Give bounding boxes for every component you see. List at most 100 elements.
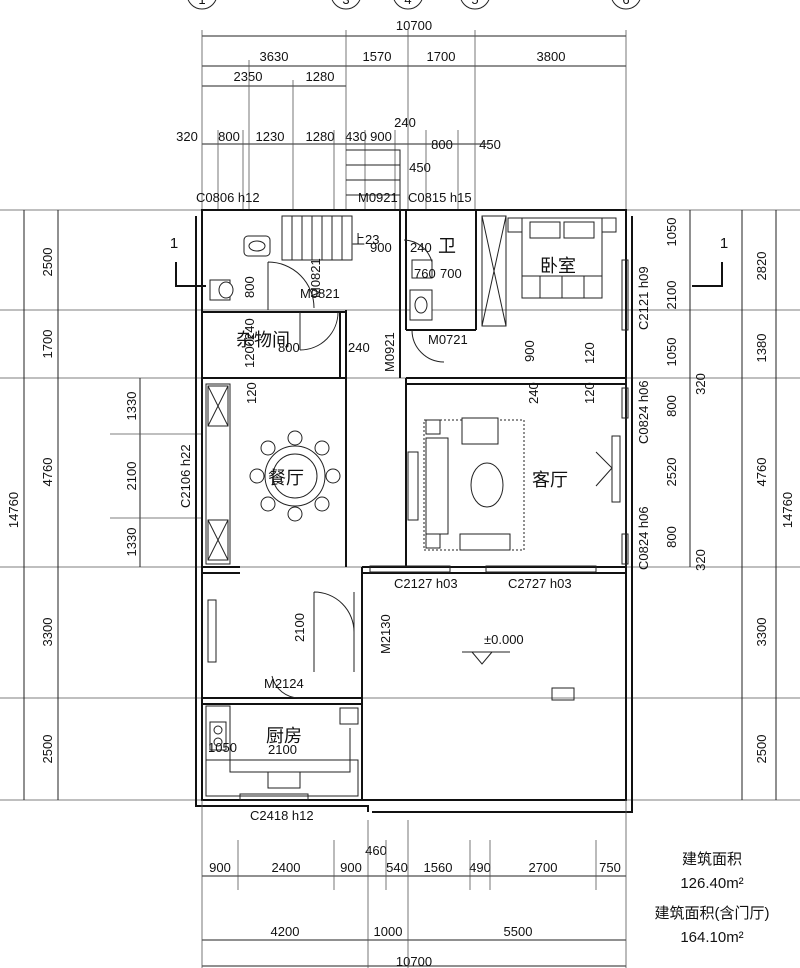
right-outer-dim-2820: 2820 [754, 252, 769, 281]
code-m0721: M0721 [428, 332, 468, 347]
bottom-dim-900b: 900 [340, 860, 362, 875]
axis-bubble-1-label: 1 [198, 0, 205, 7]
code-c2418: C2418 h12 [250, 808, 314, 823]
axis-bubble-6 [611, 0, 641, 10]
opening-codes: C0806 h12 M0921 C0815 h15 M0821 M0821 M0… [178, 190, 651, 823]
kitchen-fixtures [205, 705, 359, 797]
bottom-dim-5500: 5500 [504, 924, 533, 939]
inner-dim-1050: 1050 [208, 740, 237, 755]
code-c0806: C0806 h12 [196, 190, 260, 205]
left-dim-3300: 3300 [40, 618, 55, 647]
inner-dim-2100b: 2100 [268, 742, 297, 757]
top-dim-320: 320 [176, 129, 198, 144]
inner-dim-900b: 900 [522, 340, 537, 362]
left-dim-4760: 4760 [40, 458, 55, 487]
inner-dim-2100a: 2100 [292, 613, 307, 642]
bottom-dim-1560: 1560 [424, 860, 453, 875]
inner-dim-760: 760 [414, 266, 436, 281]
inner-dim-120a: 120 [582, 342, 597, 364]
top-dim-1700: 1700 [427, 49, 456, 64]
axis-bubble-1 [187, 0, 217, 10]
room-kitchen: 厨房 [266, 726, 302, 746]
code-c0815: C0815 h15 [408, 190, 472, 205]
inner-dim-240a: 240 [410, 240, 432, 255]
stair-up-label: 上23 [352, 232, 379, 247]
dining-set [249, 430, 341, 522]
right-inner-dim-1050a: 1050 [664, 218, 679, 247]
axis-bubble-4-label: 4 [404, 0, 411, 7]
right-outer-dim-3300: 3300 [754, 618, 769, 647]
facade-windows [207, 259, 629, 801]
right-inner-dim-2520: 2520 [664, 458, 679, 487]
right-inner-dim-800a: 800 [664, 395, 679, 417]
axis-bubble-6-label: 6 [622, 0, 629, 7]
section-mark-right: 1 [720, 235, 728, 252]
room-labels: 杂物间 餐厅 卫 卧室 客厅 厨房 [236, 236, 576, 746]
code-m0821a: M0821 [308, 258, 323, 298]
code-m2130: M2130 [378, 614, 393, 654]
code-c0824b: C0824 h06 [636, 506, 651, 570]
dining-table-icon [264, 445, 326, 507]
level-label: ±0.000 [484, 632, 524, 647]
top-overall-dim: 10700 [396, 18, 432, 33]
inner-dim-800b: 800 [278, 340, 300, 355]
top-dim-2350: 2350 [234, 69, 263, 84]
bottom-dim-2400: 2400 [272, 860, 301, 875]
top-dim-240: 240 [394, 115, 416, 130]
top-dim-430: 430 [345, 129, 367, 144]
inner-dim-240d: 240 [526, 382, 541, 404]
right-outer-dim-1380: 1380 [754, 334, 769, 363]
left-win-dim-2100: 2100 [124, 462, 139, 491]
axis-bubble-3-label: 3 [342, 0, 349, 7]
inner-dim-120c: 120 [582, 382, 597, 404]
bottom-overall-dim: 10700 [396, 954, 432, 968]
top-dim-1280b: 1280 [306, 129, 335, 144]
doors [271, 239, 445, 699]
code-m2124: M2124 [264, 676, 304, 691]
inner-dim-800a: 800 [242, 276, 257, 298]
bottom-dim-2700: 2700 [529, 860, 558, 875]
bottom-dim-4200: 4200 [271, 924, 300, 939]
coffee-table-icon [470, 462, 504, 508]
bottom-dim-750: 750 [599, 860, 621, 875]
top-dim-1280: 1280 [306, 69, 335, 84]
top-dim-450a: 450 [409, 160, 431, 175]
area-value-2: 164.10m² [680, 929, 743, 946]
kitchen-sink-icon [267, 771, 301, 789]
left-dim-2500b: 2500 [40, 735, 55, 764]
stairs: 上23 [281, 149, 401, 261]
bath-fixtures [409, 215, 507, 327]
top-dim-1230: 1230 [256, 129, 285, 144]
left-dim-2500a: 2500 [40, 248, 55, 277]
inner-dim-240c: 240 [348, 340, 370, 355]
bottom-dim-900a: 900 [209, 860, 231, 875]
axis-bubble-4 [393, 0, 423, 10]
inner-dim-900a: 900 [370, 240, 392, 255]
right-inner-dim-1050b: 1050 [664, 338, 679, 367]
bottom-dim-490: 490 [469, 860, 491, 875]
room-dining: 餐厅 [268, 468, 304, 488]
right-outer-dim-4760: 4760 [754, 458, 769, 487]
axis-bubble-3 [331, 0, 361, 10]
walls [195, 209, 633, 813]
bottom-dim-460: 460 [365, 843, 387, 858]
room-living: 客厅 [532, 470, 568, 490]
top-dim-800b: 800 [431, 137, 453, 152]
code-m0921a: M0921 [358, 190, 398, 205]
code-c2106: C2106 h22 [178, 444, 193, 508]
room-storage: 杂物间 [236, 330, 290, 350]
left-dim-1700: 1700 [40, 330, 55, 359]
right-inner-dim-320: 320 [693, 549, 708, 571]
room-bedroom: 卧室 [540, 256, 576, 276]
level-mark: ±0.000 [462, 632, 575, 701]
axis-bubble-5 [460, 0, 490, 10]
bottom-dimensions: 900 2400 900 460 540 1560 490 2700 750 4… [201, 800, 627, 968]
axis-bubbles: 1 3 4 5 6 [187, 0, 641, 10]
room-bath: 卫 [438, 236, 456, 256]
inner-dim-1200: 1200 [242, 339, 257, 368]
top-dim-800: 800 [218, 129, 240, 144]
code-m0921b: M0921 [382, 332, 397, 372]
bottom-dim-1000: 1000 [374, 924, 403, 939]
right-inner-dim-800b: 800 [664, 526, 679, 548]
